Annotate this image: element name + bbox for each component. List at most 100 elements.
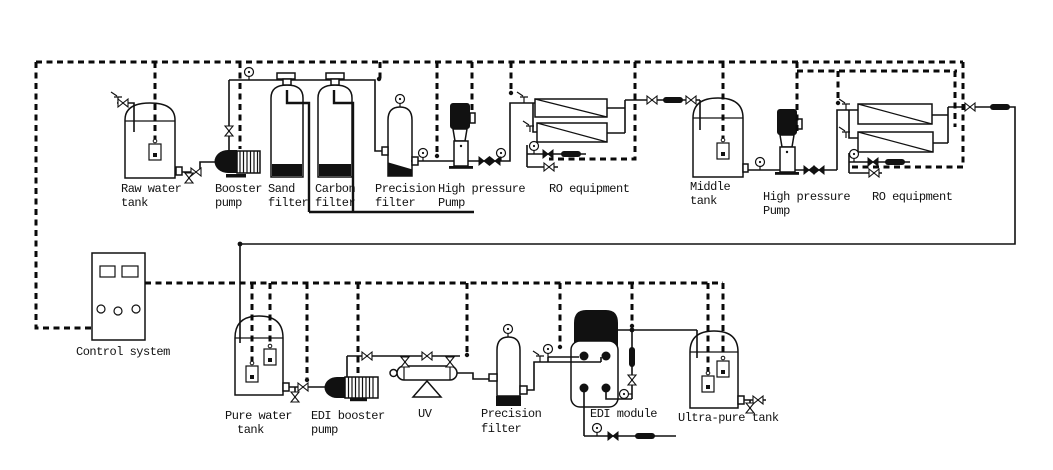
carbon-filter <box>317 84 353 178</box>
precision-filter-2-band <box>496 396 521 406</box>
edi-module <box>570 310 619 408</box>
wire-terminal-dot <box>508 90 514 96</box>
high-pressure-pump-1 <box>449 103 476 169</box>
precision-filter-2-label: filter <box>481 422 522 436</box>
high-pressure-pump-1-label: Pump <box>438 196 465 210</box>
edi-port <box>601 383 611 393</box>
pressure-gauge-icon <box>591 422 603 437</box>
valve-icon <box>297 382 309 392</box>
flow-meter-icon <box>635 433 655 439</box>
raw-water-tank <box>124 102 176 179</box>
precision-filter-1 <box>387 106 413 177</box>
valve-icon <box>190 167 202 177</box>
flow-meter-icon <box>629 347 635 367</box>
faucet-valve-icon <box>516 91 529 104</box>
uv-sterilizer <box>389 365 458 398</box>
ro-equipment-1-label: RO equipment <box>549 182 629 196</box>
high-pressure-pump-2-label: High pressure <box>763 190 850 204</box>
flow-meter-icon <box>663 97 683 103</box>
control-system-label: Control system <box>76 345 170 359</box>
valve-icon <box>685 95 697 105</box>
precision-filter-2-label: Precision <box>481 407 542 421</box>
booster-pump-label: pump <box>215 196 242 210</box>
pressure-gauge-icon <box>528 140 540 155</box>
middle-tank-label: tank <box>690 194 717 208</box>
control-display-1 <box>99 265 116 278</box>
uv-end-cap <box>389 368 398 378</box>
edi-booster-pump-label: EDI booster <box>311 409 385 423</box>
labels: Raw water tank Booster pump Sand filter … <box>76 180 953 437</box>
valve-icon <box>627 374 637 386</box>
edi-booster-pump-label: pump <box>311 423 338 437</box>
valve-icon <box>290 391 300 403</box>
high-pressure-pump-2 <box>775 109 803 175</box>
pipe-junction-dot <box>629 327 635 333</box>
valve-icon <box>117 98 129 108</box>
wire-terminal-dot <box>464 352 470 358</box>
faucet-valve-icon <box>838 98 851 111</box>
sand-filter-cap <box>276 72 296 86</box>
pressure-gauge-icon <box>417 147 429 162</box>
instruments <box>110 66 1010 441</box>
filter-drain-header <box>285 90 474 214</box>
sand-filter-label: Sand <box>268 182 295 196</box>
valve-icon <box>400 356 410 368</box>
uv-stand <box>411 379 443 398</box>
edi-module-label: EDI module <box>590 407 657 421</box>
precision-filter-1-label: filter <box>375 196 416 210</box>
pressure-gauge-icon <box>754 156 766 171</box>
flow-meter-icon <box>561 151 581 157</box>
pressure-gauge-icon <box>618 388 633 400</box>
valve-icon <box>445 356 455 368</box>
carbon-filter-label: filter <box>315 196 356 210</box>
pressure-gauge-icon <box>394 93 406 108</box>
pipe-junction-dot <box>237 241 243 247</box>
sand-filter-label: filter <box>268 196 309 210</box>
middle-tank <box>692 97 744 178</box>
middle-tank-label: Middle <box>690 180 731 194</box>
valve-icon <box>543 162 555 172</box>
faucet-valve-icon <box>532 350 545 363</box>
pressure-gauge-icon <box>243 66 255 81</box>
valve-icon <box>867 157 879 167</box>
valve-icon <box>813 165 825 175</box>
uv-label: UV <box>418 407 433 421</box>
wire-terminal-dot <box>557 344 563 350</box>
edi-port <box>601 351 611 361</box>
control-system <box>91 252 146 341</box>
valve-icon <box>868 168 880 178</box>
valve-icon <box>542 149 554 159</box>
control-signal-lines <box>34 60 965 379</box>
edi-port <box>579 383 589 393</box>
control-button-3 <box>131 304 141 314</box>
pure-water-tank-label: tank <box>237 423 264 437</box>
pure-water-tank-label: Pure water <box>225 409 292 423</box>
valve-icon <box>489 156 501 166</box>
flow-meter-icon <box>990 104 1010 110</box>
fittings <box>175 146 749 405</box>
edi-port <box>579 351 589 361</box>
carbon-filter-media-band <box>319 164 351 176</box>
control-button-1 <box>96 304 106 314</box>
precision-filter-2 <box>496 336 521 406</box>
ro-equipment-2-label: RO equipment <box>872 190 952 204</box>
high-pressure-pump-1-label: High pressure <box>438 182 525 196</box>
high-pressure-pump-2-label: Pump <box>763 204 790 218</box>
valve-icon <box>964 102 976 112</box>
valve-icon <box>478 156 490 166</box>
pressure-gauge-icon <box>848 148 860 163</box>
valve-icon <box>803 165 815 175</box>
process-pipes <box>117 79 1016 437</box>
ultra-pure-tank-label: Ultra-pure tank <box>678 411 779 425</box>
booster-pump-label: Booster <box>215 182 262 196</box>
ro-equipment-1 <box>534 98 608 143</box>
edi-module-cap <box>574 310 618 349</box>
wire-terminal-dot <box>434 153 440 159</box>
wire-terminal-dot <box>304 377 310 383</box>
valve-icon <box>646 95 658 105</box>
sand-filter-media-band <box>272 164 302 176</box>
wire-terminal-dot <box>629 323 635 329</box>
valve-icon <box>184 172 194 184</box>
raw-water-tank-label: Raw water <box>121 182 182 196</box>
